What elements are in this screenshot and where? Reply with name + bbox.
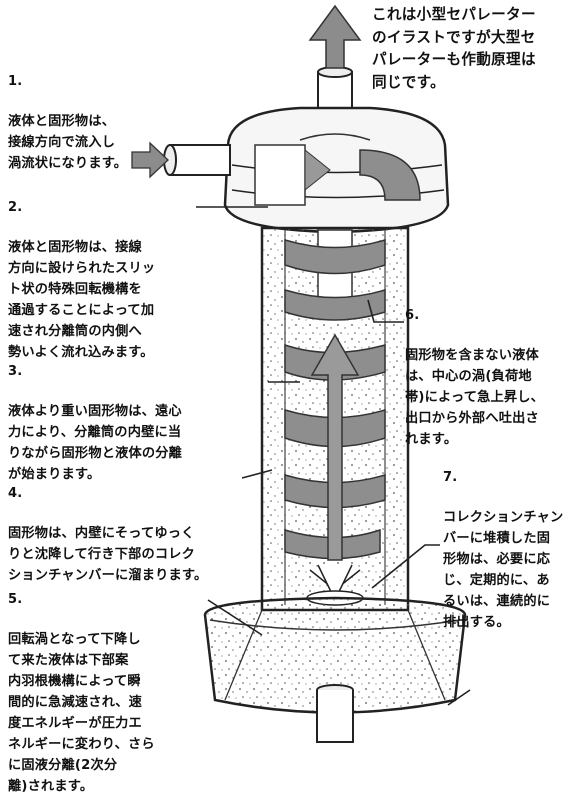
intro-note: これは小型セパレーター のイラストですが大型セ パレーターも作動原理は 同じです… <box>372 6 536 91</box>
inlet-pipe <box>163 144 231 176</box>
leader-step-7b <box>447 689 471 706</box>
collection-chamber <box>203 596 467 714</box>
step-1-number: 1. <box>8 74 23 89</box>
upper-housing <box>223 106 450 234</box>
step-7-number: 7. <box>443 470 458 485</box>
step-2-note: 2. 液体と固形物は、接線 方向に設けられたスリッ ト状の特殊回転機構を 通過す… <box>8 178 155 363</box>
inlet-flow-arrow <box>131 141 169 179</box>
step-4-number: 4. <box>8 486 23 501</box>
central-upflow-arrow <box>310 333 360 561</box>
step-4-text: 固形物は、内壁にそってゆっく りと沈降して行き下部のコレク ションチャンバーに溜… <box>8 526 208 583</box>
step-3-note: 3. 液体より重い固形物は、遠心 力により、分離筒の内壁に当 りながら固形物と液… <box>8 342 182 485</box>
step-7-text: コレクションチャン バーに堆積した固 形物は、必要に応 じ、定期的に、あ るいは… <box>443 510 564 630</box>
step-6-number: 6. <box>405 308 420 323</box>
step-2-number: 2. <box>8 200 23 215</box>
leader-step-4 <box>241 469 273 479</box>
step-1-text: 液体と固形物は、 接線方向で流入し 渦流状になります。 <box>8 114 128 171</box>
step-1-note: 1. 液体と固形物は、 接線方向で流入し 渦流状になります。 <box>8 52 127 174</box>
separator-illustration <box>131 4 471 743</box>
step-3-text: 液体より重い固形物は、遠心 力により、分離筒の内壁に当 りながら固形物と液体の分… <box>8 404 183 482</box>
leader-step-7a <box>371 544 440 589</box>
leader-step-5 <box>207 599 263 636</box>
step-6-note: 6. 固形物を含まない液体 は、中心の渦(負荷地 帯)によって急上昇し、 出口か… <box>405 286 544 450</box>
separator-diagram: これは小型セパレーター のイラストですが大型セ パレーターも作動原理は 同じです… <box>8 4 563 794</box>
step-3-number: 3. <box>8 364 23 379</box>
step-2-text: 液体と固形物は、接線 方向に設けられたスリッ ト状の特殊回転機構を 通過すること… <box>8 240 156 360</box>
step-5-text: 回転渦となって下降し て来た液体は下部案 内羽根機構によって瞬 間的に急減速され… <box>8 632 155 794</box>
step-5-number: 5. <box>8 592 23 607</box>
step-7-note: 7. コレクションチャン バーに堆積した固 形物は、必要に応 じ、定期的に、あ … <box>443 448 563 633</box>
outlet-flow-arrow <box>308 4 362 69</box>
callout-lines <box>196 206 471 706</box>
leader-step-6 <box>367 299 404 323</box>
step-6-text: 固形物を含まない液体 は、中心の渦(負荷地 帯)によって急上昇し、 出口から外部… <box>405 348 545 447</box>
step-4-note: 4. 固形物は、内壁にそってゆっく りと沈降して行き下部のコレク ションチャンバ… <box>8 464 207 586</box>
drain-outlet <box>316 684 354 743</box>
